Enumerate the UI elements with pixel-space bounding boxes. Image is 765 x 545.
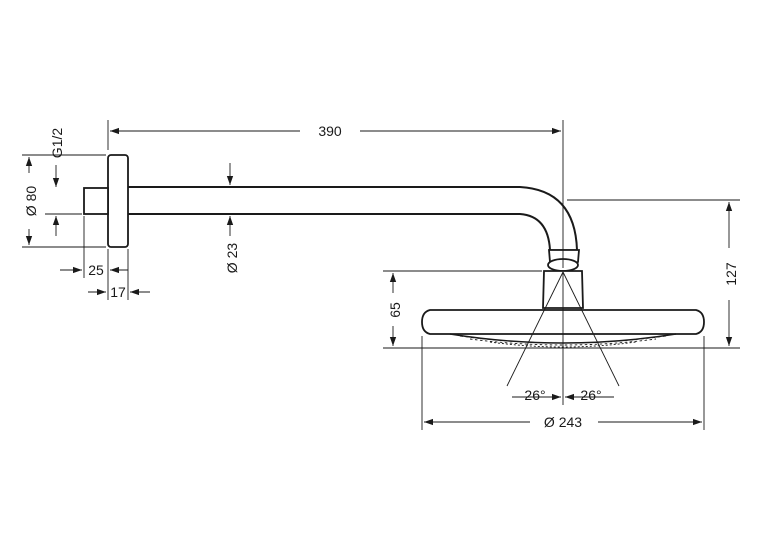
dim-flange-thickness-label: 17 [110,284,126,300]
dim-flange-diameter: Ø 80 [22,154,106,248]
spray-angle-lines [506,271,620,405]
dim-arm-length: 390 [107,120,564,268]
dim-wall-offset-label: 25 [88,262,104,278]
dim-height-total: 127 [567,199,740,349]
dim-arm-diameter-label: Ø 23 [224,243,240,274]
dim-head-diameter-label: Ø 243 [544,414,582,430]
dim-head-diameter: Ø 243 [421,336,705,430]
dim-height-total-label: 127 [723,262,739,286]
wall-flange [83,154,129,248]
dim-thread: G1/2 [45,128,106,236]
dim-arm-length-label: 390 [318,123,342,139]
dim-spray-angles: 26° 26° [512,387,614,403]
dim-arm-diameter: Ø 23 [224,163,240,273]
dim-thread-label: G1/2 [49,128,65,159]
dim-spray-angle-left-label: 26° [524,387,545,403]
dim-head-height-label: 65 [387,302,403,318]
dim-wall-offset: 25 [60,216,129,300]
dim-flange-diameter-label: Ø 80 [23,186,39,217]
shower-arm [128,186,578,251]
dim-flange-thickness: 17 [88,284,150,300]
dim-spray-angle-right-label: 26° [580,387,601,403]
dim-head-height: 65 [383,270,706,349]
